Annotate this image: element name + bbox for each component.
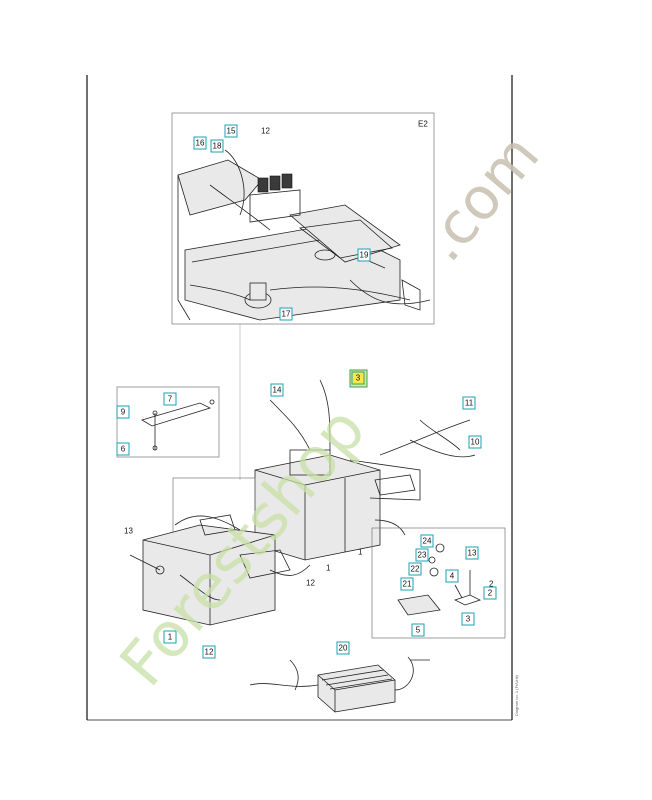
callout-10: 10: [468, 435, 482, 449]
svg-text:3: 3: [356, 374, 361, 383]
callout-15: 15: [224, 124, 238, 138]
svg-text:1: 1: [168, 633, 173, 642]
svg-text:12: 12: [205, 648, 214, 657]
svg-text:11: 11: [465, 399, 474, 408]
plain-labels: 12 13 12 1 1 2: [124, 127, 494, 589]
label-13: 13: [124, 527, 133, 536]
svg-text:20: 20: [339, 644, 348, 653]
battery-compartment-detail: [177, 149, 431, 321]
callout-3-terminal: 3: [461, 612, 475, 626]
svg-text:15: 15: [227, 127, 236, 136]
svg-text:6: 6: [121, 445, 126, 454]
terminal-detail: [397, 543, 482, 616]
bracket-inset-frame: [116, 386, 220, 458]
label-12-top: 12: [261, 127, 270, 136]
callout-9: 9: [116, 405, 130, 419]
callout-21: 21: [400, 577, 414, 591]
callout-19: 19: [357, 248, 371, 262]
svg-text:16: 16: [196, 139, 205, 148]
svg-text:22: 22: [411, 565, 420, 574]
callout-3-top: 3: [351, 371, 365, 385]
label-2: 2: [489, 580, 494, 589]
callout-12: 12: [202, 645, 216, 659]
highlight-marker: [349, 369, 368, 388]
side-code: Diagram no. 1 (Fr/Unit): [514, 674, 519, 716]
callout-23: 23: [415, 548, 429, 562]
svg-text:24: 24: [423, 537, 432, 546]
callout-13-terminal: 13: [465, 546, 479, 560]
callout-11: 11: [462, 396, 476, 410]
svg-text:23: 23: [418, 551, 427, 560]
battery-charger: [249, 656, 430, 713]
callout-6: 6: [116, 442, 130, 456]
callout-7: 7: [163, 392, 177, 406]
watermark-com: .com: [409, 121, 553, 274]
label-1-main: 1: [326, 564, 331, 573]
callout-4: 4: [445, 569, 459, 583]
terminal-inset-frame: [371, 527, 506, 639]
svg-text:17: 17: [282, 310, 291, 319]
svg-text:14: 14: [273, 386, 282, 395]
main-battery-assembly: [129, 379, 476, 626]
callout-20: 20: [336, 641, 350, 655]
svg-text:19: 19: [360, 251, 369, 260]
svg-text:3: 3: [466, 615, 471, 624]
callout-2: 2: [483, 586, 497, 600]
svg-text:2: 2: [488, 589, 493, 598]
svg-text:21: 21: [403, 580, 412, 589]
svg-text:5: 5: [416, 626, 421, 635]
detail-e2-frame: [171, 112, 435, 325]
svg-text:18: 18: [213, 142, 222, 151]
callout-24: 24: [420, 534, 434, 548]
callout-5: 5: [411, 623, 425, 637]
svg-text:9: 9: [121, 408, 126, 417]
svg-text:10: 10: [471, 438, 480, 447]
callout-22: 22: [408, 562, 422, 576]
svg-text:13: 13: [468, 549, 477, 558]
label-12-main: 12: [306, 579, 315, 588]
svg-text:4: 4: [450, 572, 455, 581]
callout-labels: 16 15 18 19 17 14 3 7 9 6 11 10 24 23 22…: [116, 124, 497, 659]
callout-18: 18: [210, 139, 224, 153]
svg-text:7: 7: [168, 395, 173, 404]
label-1-right: 1: [358, 548, 363, 557]
detail-tag: E2: [418, 120, 428, 129]
callout-16: 16: [193, 136, 207, 150]
bracket-detail: [141, 399, 215, 451]
callout-17: 17: [279, 307, 293, 321]
callout-14: 14: [270, 383, 284, 397]
callout-1: 1: [163, 630, 177, 644]
